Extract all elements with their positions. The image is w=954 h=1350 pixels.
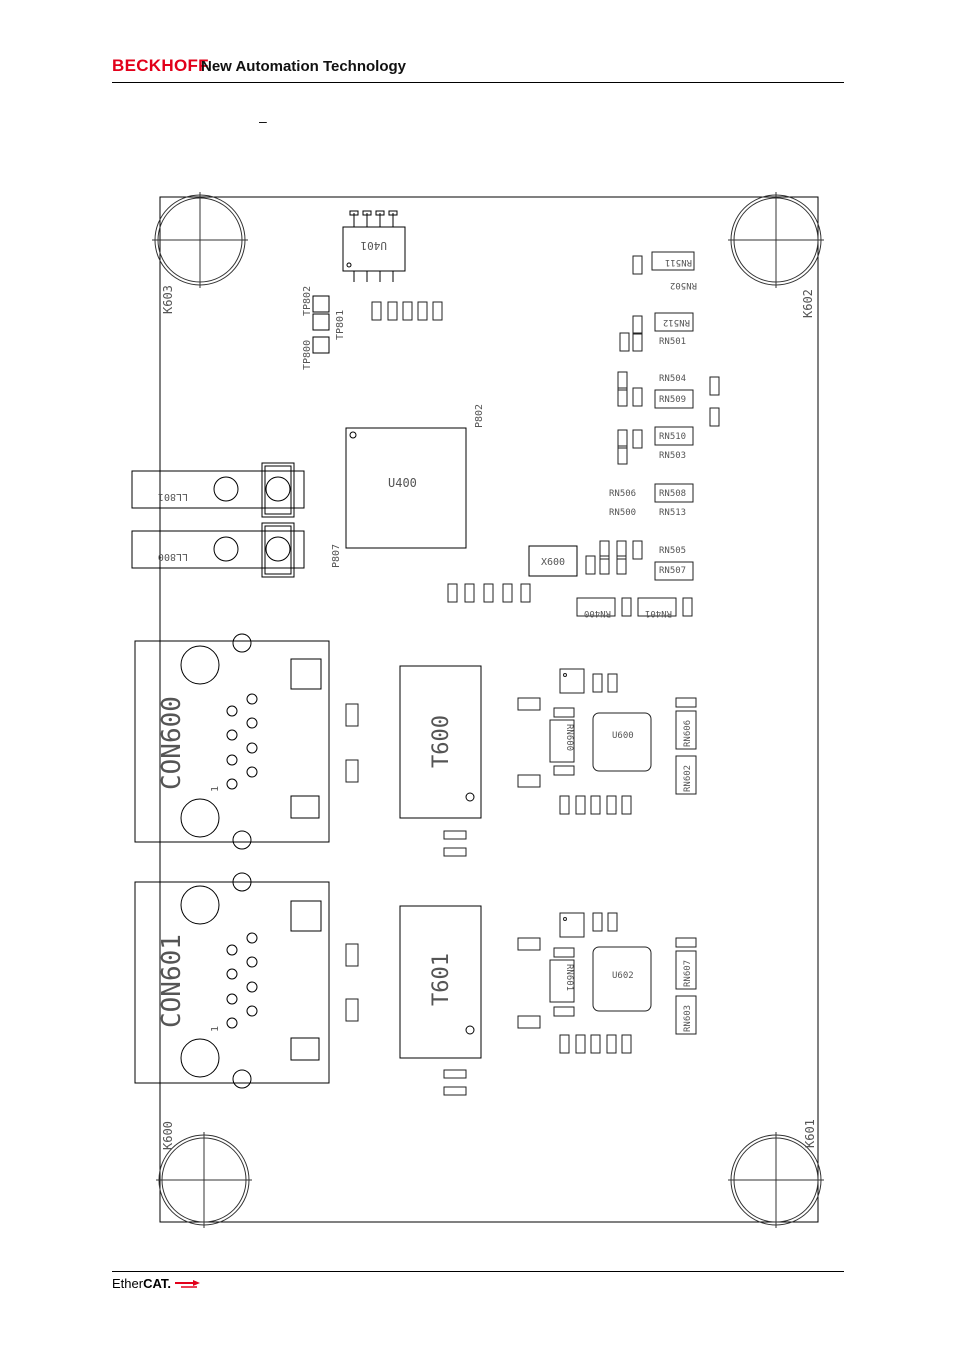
ethercat-logo-left: Ether bbox=[112, 1276, 144, 1291]
ethercat-logo: EtherCAT. bbox=[112, 1276, 201, 1291]
mount-hole-top-left bbox=[152, 192, 248, 288]
con601-pin1-label: 1 bbox=[210, 1026, 221, 1032]
resistor-row-top bbox=[371, 301, 443, 321]
rn607-label: RN607 bbox=[683, 960, 693, 987]
mount-label-k601: K601 bbox=[803, 1119, 817, 1148]
rn510-label: RN510 bbox=[659, 432, 686, 442]
chip-u400-label: U400 bbox=[388, 476, 417, 490]
rn603-label: RN603 bbox=[683, 1005, 693, 1032]
page-header: BECKHOFF New Automation Technology bbox=[112, 54, 844, 84]
t601-label: T601 bbox=[429, 953, 454, 1006]
connector-con600: CON600 1 bbox=[134, 633, 330, 850]
connector-con601: CON601 1 bbox=[134, 872, 330, 1089]
transformer-t600: T600 bbox=[399, 665, 482, 819]
mount-label-k602: K602 bbox=[801, 289, 815, 318]
led-ll801-label: LL801 bbox=[158, 491, 188, 502]
ethercat-logo-right: CAT. bbox=[143, 1276, 172, 1291]
chip-u401: U401 bbox=[342, 210, 406, 282]
mount-hole-bottom-left bbox=[156, 1132, 252, 1228]
rn506-label: RN506 bbox=[609, 489, 636, 499]
rn503-label: RN503 bbox=[659, 451, 686, 461]
mount-label-k600: K600 bbox=[161, 1121, 175, 1150]
board-outline bbox=[159, 196, 819, 1223]
rn513-label: RN513 bbox=[659, 508, 686, 518]
rn602-label: RN602 bbox=[683, 765, 693, 792]
rn505-label: RN505 bbox=[659, 546, 686, 556]
rn507-label: RN507 bbox=[659, 566, 686, 576]
rn511-label: RN511 bbox=[665, 257, 692, 267]
con600-label: CON600 bbox=[157, 696, 187, 790]
crystal-x600-label: X600 bbox=[541, 557, 565, 568]
chip-u401-label: U401 bbox=[361, 239, 388, 252]
rn512-label: RN512 bbox=[663, 317, 690, 327]
rn601-label: RN601 bbox=[564, 964, 574, 991]
rn400-label: RN400 bbox=[584, 608, 611, 618]
chip-u400: U400 P802 P807 bbox=[331, 404, 485, 568]
pad-p807-label: P807 bbox=[331, 544, 342, 568]
rn600-label: RN600 bbox=[564, 724, 574, 751]
rn606-label: RN606 bbox=[683, 720, 693, 747]
header-rule bbox=[112, 82, 844, 83]
resistors-mid bbox=[345, 703, 467, 1096]
test-points: TP802 TP801 TP800 bbox=[302, 286, 346, 370]
ethercat-arrow-icon bbox=[174, 1279, 200, 1288]
resistor-networks-right bbox=[447, 251, 720, 617]
rn501-label: RN501 bbox=[659, 337, 686, 347]
con600-pin1-label: 1 bbox=[210, 786, 221, 792]
mount-hole-bottom-right bbox=[728, 1132, 824, 1228]
rn509-label: RN509 bbox=[659, 395, 686, 405]
phy-block-u600: U600 RN600 RN606 RN602 bbox=[517, 668, 697, 815]
tp800-label: TP800 bbox=[302, 340, 313, 370]
heading-dash: – bbox=[259, 113, 267, 129]
rn504-label: RN504 bbox=[659, 374, 686, 384]
tp802-label: TP802 bbox=[302, 286, 313, 316]
t600-label: T600 bbox=[429, 715, 454, 768]
header-tagline: New Automation Technology bbox=[201, 58, 406, 75]
rn502-label: RN502 bbox=[670, 280, 697, 290]
led-ll800-label: LL800 bbox=[158, 551, 188, 562]
chip-u602-label: U602 bbox=[612, 971, 634, 981]
phy-block-u602: U602 RN601 RN607 RN603 bbox=[517, 912, 697, 1054]
con601-label: CON601 bbox=[157, 934, 187, 1028]
led-ll801: LL801 bbox=[131, 462, 305, 518]
crystal-x600: X600 bbox=[528, 545, 578, 577]
pad-p802-label: P802 bbox=[474, 404, 485, 428]
rn500-label: RN500 bbox=[609, 508, 636, 518]
footer-rule bbox=[112, 1271, 844, 1272]
beckhoff-logo: BECKHOFF bbox=[112, 56, 209, 75]
mount-label-k603: K603 bbox=[161, 285, 175, 314]
rn508-label: RN508 bbox=[659, 489, 686, 499]
transformer-t601: T601 bbox=[399, 905, 482, 1059]
mount-hole-top-right bbox=[728, 192, 824, 288]
chip-u600-label: U600 bbox=[612, 731, 634, 741]
tp801-label: TP801 bbox=[335, 310, 346, 340]
rn401-label: RN401 bbox=[645, 608, 672, 618]
led-ll800: LL800 bbox=[131, 522, 305, 578]
